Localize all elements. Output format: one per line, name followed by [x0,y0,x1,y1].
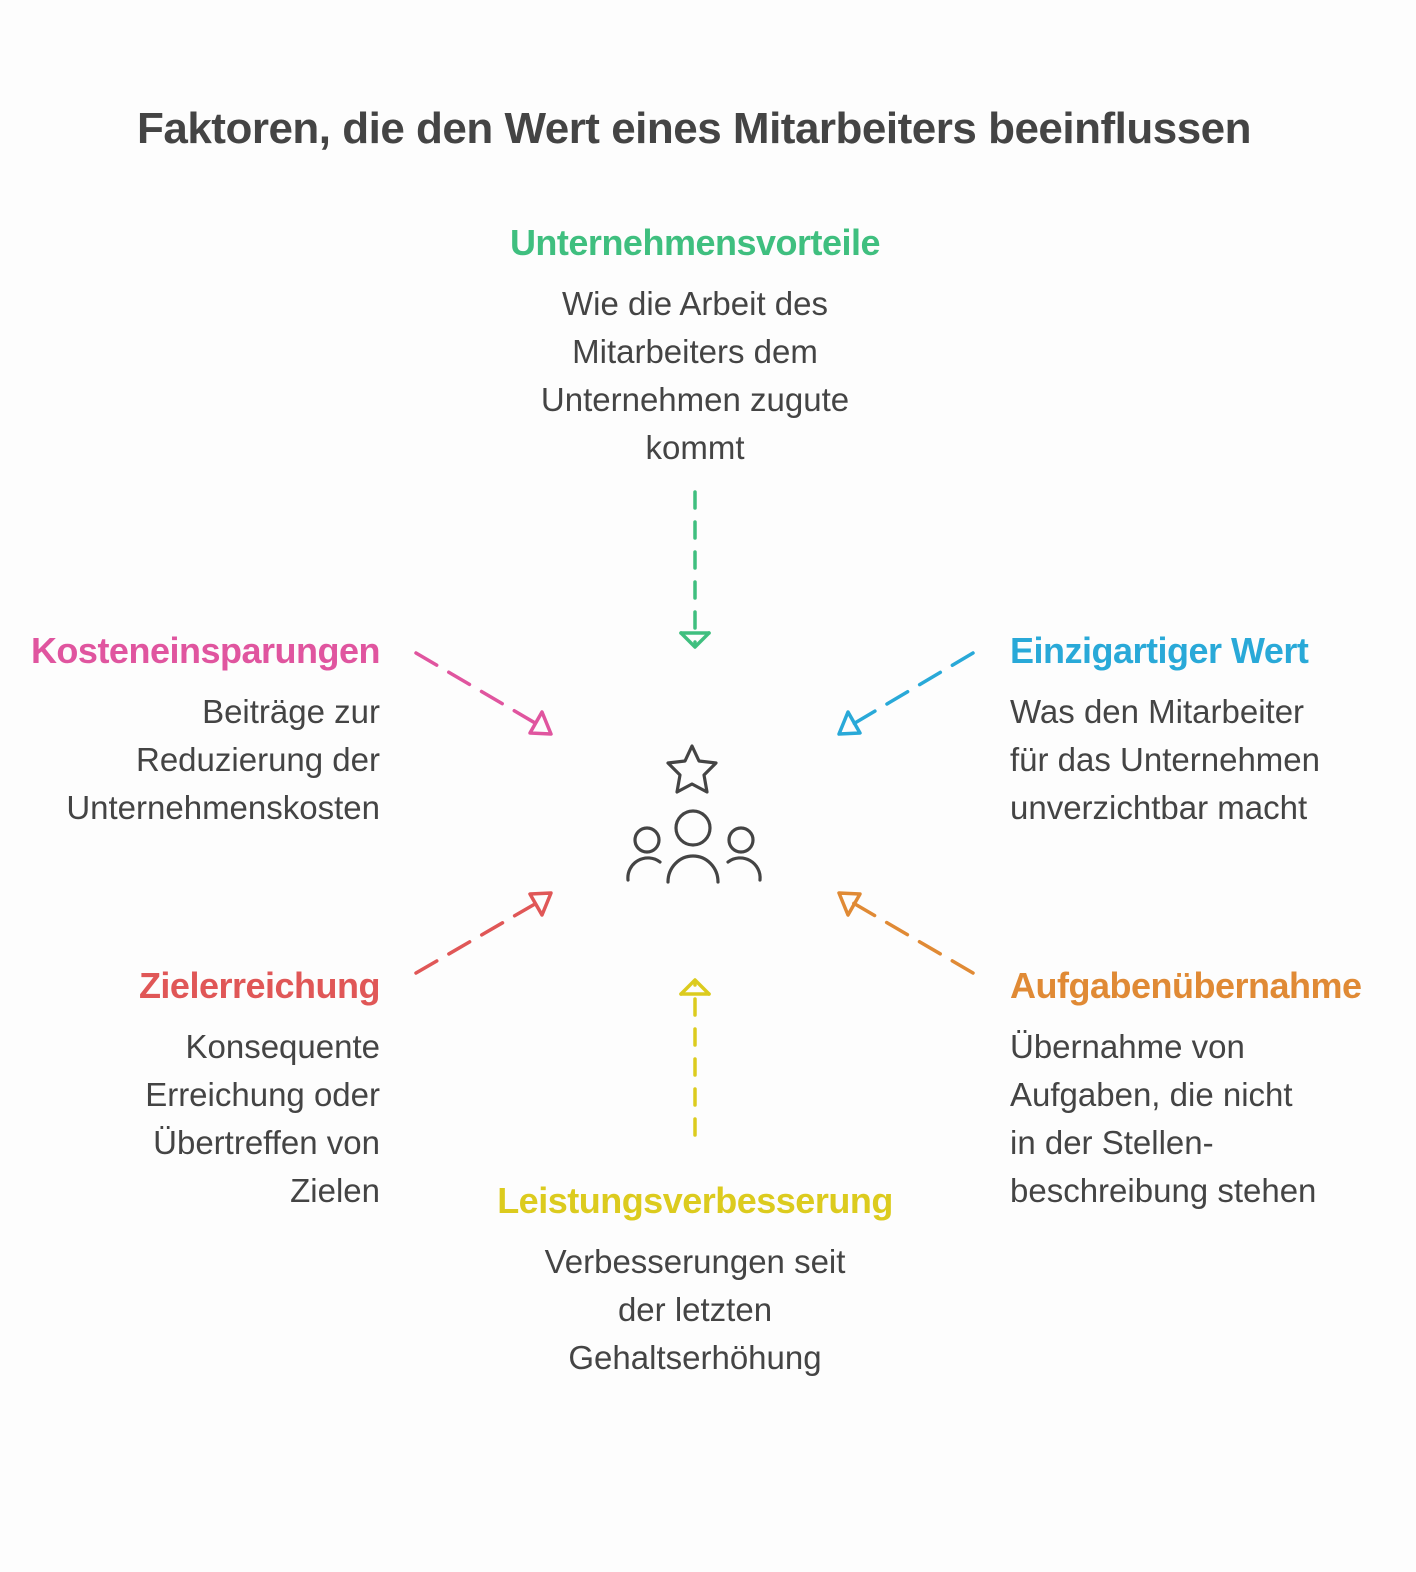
desc-line: Beiträge zur [202,693,380,730]
desc-line: Mitarbeiters dem [572,333,818,370]
desc-line: unverzichtbar macht [1010,789,1308,826]
arrow-lower-left [414,891,553,975]
desc-line: Zielen [290,1172,380,1209]
node-heading: Unternehmensvorteile [509,222,881,263]
node-description: Konsequente Erreichung oder Übertreffen … [30,1023,380,1215]
node-description: Beiträge zur Reduzierung der Unternehmen… [30,688,380,832]
desc-line: Unternehmenskosten [66,789,380,826]
node-heading: Aufgabenübernahme [1010,965,1362,1006]
node-aufgabenuebernahme: Aufgabenübernahme Übernahme von Aufgaben… [1010,965,1390,1215]
node-heading: Einzigartiger Wert [1010,630,1309,671]
arrow-upper-right [837,651,975,736]
team-star-icon [626,744,762,884]
desc-line: Aufgaben, die nicht [1010,1076,1293,1113]
node-kosteneinsparungen: Kosteneinsparungen Beiträge zur Reduzier… [30,630,381,832]
desc-line: Was den Mitarbeiter [1010,693,1305,730]
desc-line: Übertreffen von [153,1124,380,1161]
node-heading: Leistungsverbesserung [497,1180,893,1221]
desc-line: beschreibung stehen [1010,1172,1317,1209]
desc-line: Reduzierung der [136,741,380,778]
node-heading: Kosteneinsparungen [30,630,381,671]
node-leistungsverbesserung: Leistungsverbesserung Verbesserungen sei… [460,1180,930,1382]
arrow-lower-right [837,891,975,975]
desc-line: für das Unternehmen [1010,741,1321,778]
node-einzigartiger-wert: Einzigartiger Wert Was den Mitarbeiter f… [1010,630,1390,832]
desc-line: Verbesserungen seit [544,1243,846,1280]
node-description: Verbesserungen seit der letzten Gehaltse… [460,1238,930,1382]
desc-line: Erreichung oder [145,1076,380,1113]
desc-line: der letzten [617,1291,773,1328]
node-description: Übernahme von Aufgaben, die nicht in der… [1010,1023,1390,1215]
desc-line: kommt [645,429,745,466]
arrow-top [679,490,711,649]
desc-line: Unternehmen zugute [540,381,850,418]
node-zielerreichung: Zielerreichung Konsequente Erreichung od… [30,965,381,1215]
arrow-upper-left [414,651,553,736]
desc-line: Wie die Arbeit des [562,285,828,322]
page-title: Faktoren, die den Wert eines Mitarbeiter… [136,104,1252,153]
node-heading: Zielerreichung [138,965,381,1006]
desc-line: Konsequente [185,1028,380,1065]
desc-line: in der Stellen- [1010,1124,1214,1161]
node-description: Wie die Arbeit des Mitarbeiters dem Unte… [470,280,920,472]
node-description: Was den Mitarbeiter für das Unternehmen … [1010,688,1390,832]
arrow-bottom [679,978,711,1137]
desc-line: Übernahme von [1010,1028,1245,1065]
desc-line: Gehaltserhöhung [568,1339,822,1376]
node-unternehmensvorteile: Unternehmensvorteile Wie die Arbeit des … [470,222,920,472]
